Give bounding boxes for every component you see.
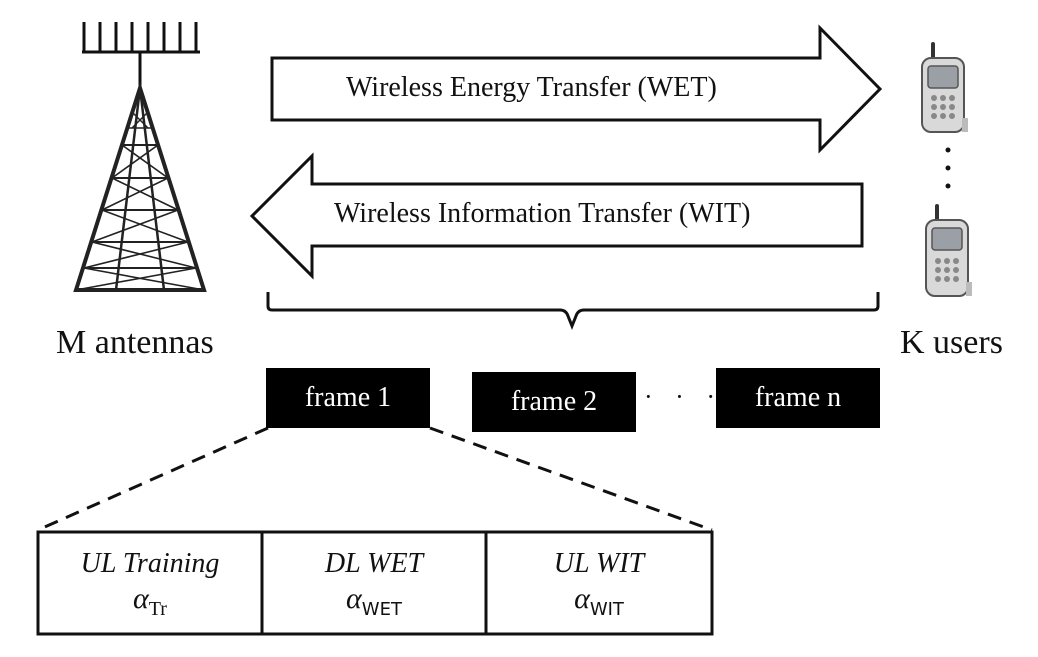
- wit-label: Wireless Information Transfer (WIT): [334, 198, 751, 229]
- bs-antennas-label: M antennas: [56, 324, 214, 361]
- zoom-line-right: [429, 426, 713, 532]
- users-ellipsis: [945, 147, 951, 189]
- alpha-glyph: α: [346, 581, 362, 615]
- frames-brace: [266, 292, 880, 331]
- cell-ul-training: UL Training αTr: [40, 534, 260, 632]
- frame-breakdown-table: [36, 530, 714, 636]
- antenna-array-icon: [82, 22, 200, 88]
- users-label: K users: [900, 324, 1003, 361]
- cell-ul-wit-name: UL WIT: [553, 547, 645, 579]
- frames-ellipsis: · · ·: [644, 382, 723, 411]
- alpha-tr-subscript: Tr: [148, 597, 167, 620]
- alpha-glyph: α: [574, 581, 590, 615]
- phone-icon: [921, 42, 968, 133]
- alpha-wet-symbol: αWET: [346, 581, 402, 620]
- frame-2-box: frame 2: [472, 372, 636, 432]
- cell-ul-training-name: UL Training: [80, 547, 220, 579]
- alpha-wet-subscript: WET: [361, 598, 402, 620]
- zoom-line-left: [37, 426, 269, 532]
- alpha-glyph: α: [133, 581, 149, 615]
- alpha-wit-subscript: WIT: [589, 598, 624, 620]
- cell-dl-wet-name: DL WET: [324, 547, 424, 579]
- alpha-tr-symbol: αTr: [133, 581, 167, 620]
- wet-label: Wireless Energy Transfer (WET): [346, 72, 717, 103]
- frame-1-box: frame 1: [266, 368, 430, 428]
- wet-arrow: [270, 24, 883, 154]
- cell-ul-wit: UL WIT αWIT: [488, 534, 710, 632]
- wit-arrow: [249, 152, 864, 280]
- frame-n-box: frame n: [716, 368, 880, 428]
- phone-icon: [925, 204, 972, 297]
- cell-dl-wet: DL WET αWET: [264, 534, 484, 632]
- base-station-tower-icon: [73, 81, 207, 292]
- alpha-wit-symbol: αWIT: [574, 581, 624, 620]
